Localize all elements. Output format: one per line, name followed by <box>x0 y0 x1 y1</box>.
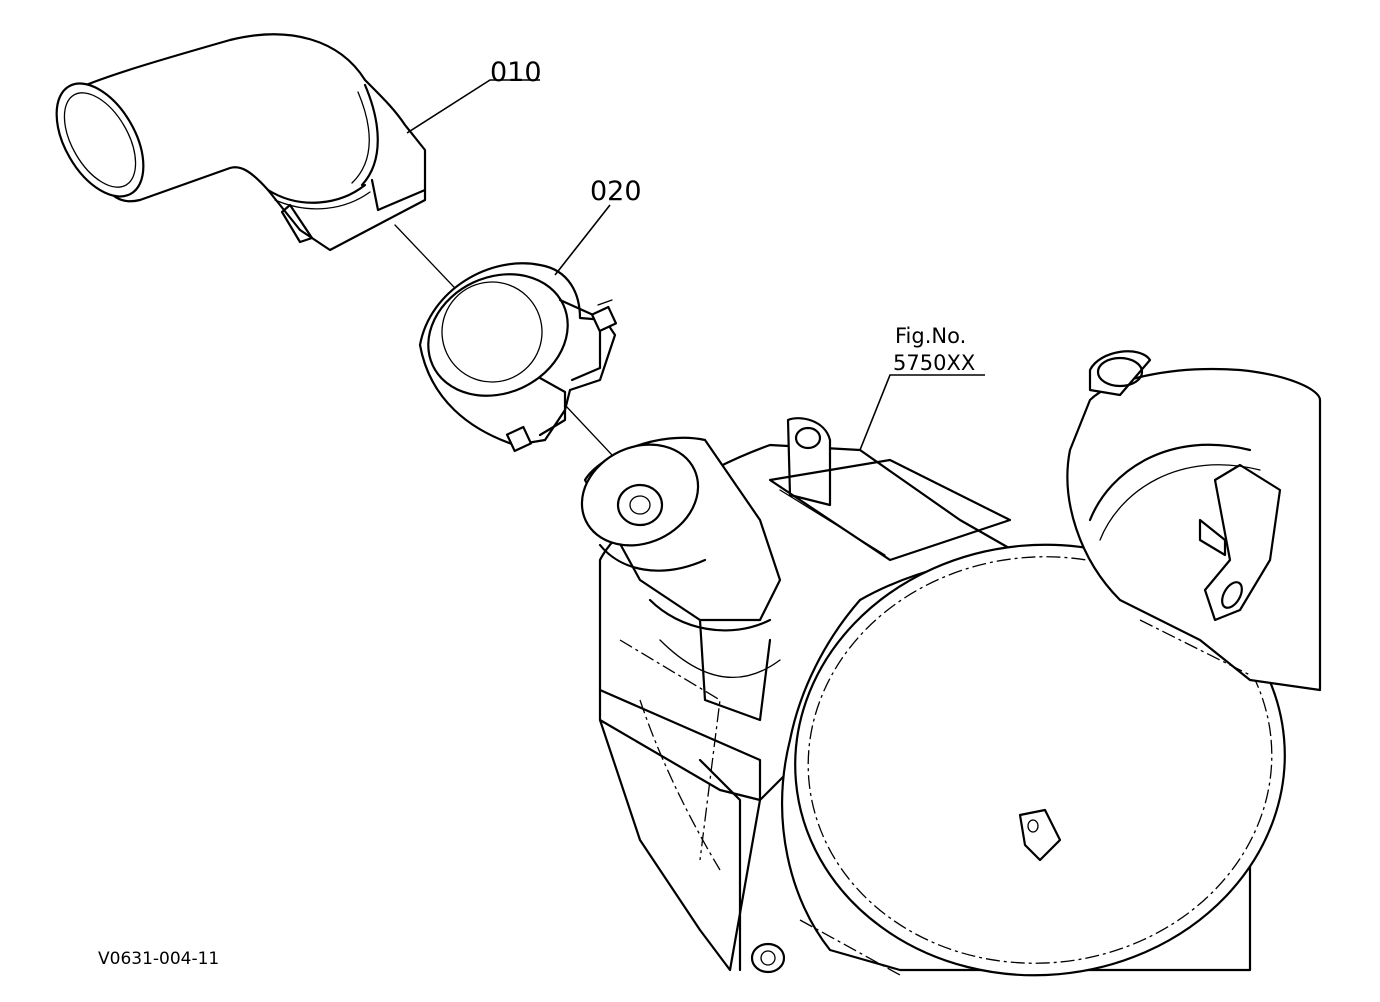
right-muffler-section <box>1066 350 1322 692</box>
elbow-pipe-010[interactable] <box>39 33 427 252</box>
leader-line-020 <box>554 204 611 276</box>
drawing-code: V0631-004-11 <box>98 949 219 969</box>
figure-ref-number: 5750XX <box>893 351 975 375</box>
muffler-assembly <box>580 417 1286 977</box>
clamp-020[interactable] <box>408 252 618 453</box>
leader-line-010 <box>406 79 540 134</box>
callout-020: 020 <box>590 176 642 207</box>
figure-ref-label: Fig.No. <box>895 324 966 348</box>
leader-line-figure-ref <box>859 374 985 451</box>
callout-010: 010 <box>490 57 542 88</box>
